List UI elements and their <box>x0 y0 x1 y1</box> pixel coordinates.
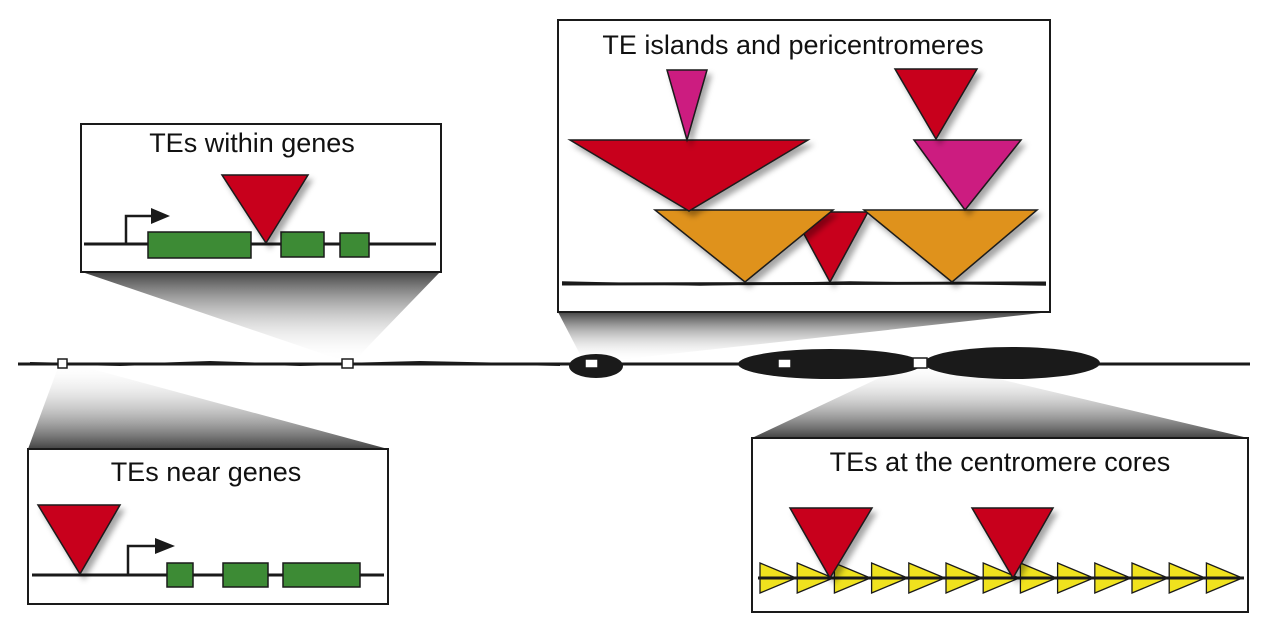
exon-box-icon <box>282 562 361 588</box>
te-triangle-icon <box>893 68 979 141</box>
exon-box-icon <box>166 562 194 588</box>
locus-marker-near-genes <box>57 358 68 369</box>
panel-centromere-title: TEs at the centromere cores <box>830 447 1171 477</box>
te-triangle-icon <box>567 139 811 212</box>
exon-box-icon <box>222 562 269 588</box>
exon-box-icon <box>339 232 370 258</box>
exon-box-icon <box>280 231 325 258</box>
funnel-islands <box>558 312 1050 362</box>
transcription-start-arrow-icon <box>124 214 152 243</box>
locus-marker-pericentromere <box>777 358 792 369</box>
transcription-start-arrow-head <box>155 538 175 554</box>
te-triangle-icon <box>666 69 708 143</box>
locus-marker-islands <box>584 358 599 369</box>
panel-islands: TE islands and pericentromeres <box>557 19 1051 313</box>
funnel-within-genes <box>82 272 440 362</box>
transcription-start-arrow-icon <box>126 544 156 574</box>
panel-near-genes: TEs near genes <box>27 448 389 605</box>
panel-within-genes: TEs within genes <box>80 123 442 273</box>
panel-centromere: TEs at the centromere cores <box>751 437 1249 613</box>
pericentromere-region-left <box>738 349 922 379</box>
chromosome <box>18 347 1250 379</box>
transcription-start-arrow-head <box>151 208 170 224</box>
te-triangle-icon <box>788 507 874 580</box>
locus-marker-centromere <box>912 357 928 369</box>
panel-islands-title: TE islands and pericentromeres <box>602 30 983 60</box>
te-triangle-icon <box>220 174 310 245</box>
locus-marker-within-genes <box>341 358 354 369</box>
te-triangle-icon <box>861 209 1040 283</box>
te-triangle-icon <box>652 209 836 283</box>
exon-box-icon <box>147 231 252 259</box>
pericentromere-region-right <box>924 347 1100 379</box>
funnel-centromere <box>752 362 1248 438</box>
panel-within-genes-title: TEs within genes <box>149 128 355 158</box>
te-triangle-icon <box>970 507 1055 580</box>
te-triangle-icon <box>36 504 122 576</box>
panel-near-genes-title: TEs near genes <box>111 457 302 487</box>
funnel-near-genes <box>28 362 388 449</box>
te-triangle-icon <box>912 139 1023 212</box>
